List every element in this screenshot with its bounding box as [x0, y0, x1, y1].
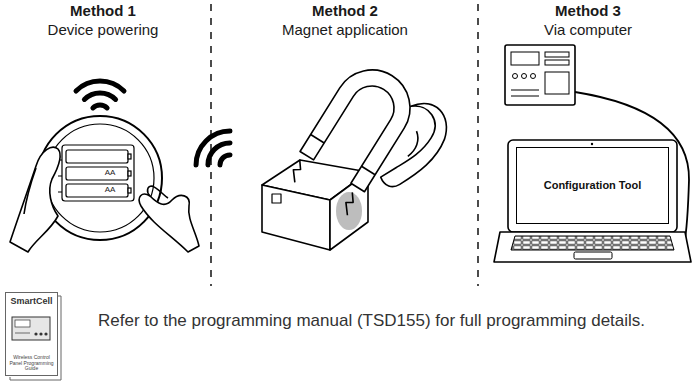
control-panel	[545, 60, 569, 65]
control-panel	[545, 52, 569, 57]
magnet	[285, 56, 460, 238]
battery	[128, 188, 131, 193]
wireless-symbol	[189, 124, 230, 165]
battery	[66, 150, 131, 197]
battery-label: AA	[96, 168, 124, 178]
hand	[139, 194, 199, 252]
wireless-symbol	[93, 105, 107, 108]
magnet	[403, 131, 424, 157]
magnet	[288, 160, 306, 183]
magnet	[341, 192, 359, 215]
laptop	[508, 140, 677, 232]
control-panel	[511, 90, 539, 91]
manual-booklet	[15, 333, 30, 334]
control-panel	[511, 96, 539, 97]
battery-label: AA	[96, 185, 124, 195]
note-text: Refer to the programming manual (TSD155)…	[98, 310, 678, 333]
wireless-symbol	[218, 153, 230, 165]
battery	[66, 184, 128, 197]
manual-subtitle: Wireless Control Panel Programming Guide	[9, 355, 54, 372]
control-panel	[522, 74, 527, 79]
battery	[66, 150, 128, 163]
manual-booklet	[44, 332, 47, 335]
magnet	[362, 166, 376, 174]
method-subtitle: Via computer	[488, 21, 688, 39]
detector-base	[46, 124, 154, 232]
detector-base	[62, 145, 134, 201]
battery	[66, 167, 128, 180]
control-panel	[545, 72, 569, 94]
hand	[148, 186, 168, 198]
laptop-screen: Configuration Tool	[516, 147, 669, 224]
battery	[128, 154, 131, 159]
manual-booklet	[15, 320, 30, 327]
laptop	[494, 232, 691, 262]
manual-cover: SmartCellWireless Control Panel Programm…	[5, 292, 58, 376]
wireless-device	[272, 194, 281, 203]
method-subtitle: Device powering	[3, 21, 203, 39]
wireless-device	[336, 192, 362, 230]
hand	[10, 147, 60, 252]
battery	[128, 171, 131, 176]
column-divider	[211, 4, 478, 286]
magnet	[369, 95, 458, 198]
manual-booklet	[5, 292, 57, 376]
hand	[10, 147, 199, 252]
screen-title: Configuration Tool	[521, 179, 664, 192]
manual-booklet	[5, 292, 61, 380]
detector-base	[38, 116, 162, 240]
column-divider	[210, 4, 211, 286]
manual-booklet	[12, 317, 50, 340]
control-panel	[505, 45, 575, 105]
control-panel	[505, 45, 575, 105]
column-divider	[477, 4, 478, 286]
method-subtitle: Magnet application	[245, 21, 445, 39]
manual-booklet	[34, 332, 37, 335]
laptop	[574, 252, 612, 259]
manual-booklet	[39, 332, 42, 335]
manual-title: SmartCell	[9, 296, 54, 306]
laptop	[494, 140, 691, 262]
control-panel	[531, 74, 536, 79]
detector-base	[38, 116, 162, 240]
method-heading: Method 2	[245, 2, 445, 20]
laptop	[511, 236, 674, 250]
wireless-symbol	[76, 81, 124, 108]
wireless-device	[262, 160, 368, 250]
wireless-device	[262, 185, 330, 250]
wireless-symbol	[189, 124, 242, 177]
laptop	[591, 143, 593, 145]
method-heading: Method 3	[488, 2, 688, 20]
wireless-symbol	[84, 93, 115, 99]
control-panel	[513, 74, 518, 79]
hand	[24, 168, 36, 214]
method-heading: Method 1	[3, 2, 203, 20]
magnet	[311, 135, 325, 143]
control-panel	[511, 52, 539, 65]
wireless-symbol	[76, 81, 124, 91]
